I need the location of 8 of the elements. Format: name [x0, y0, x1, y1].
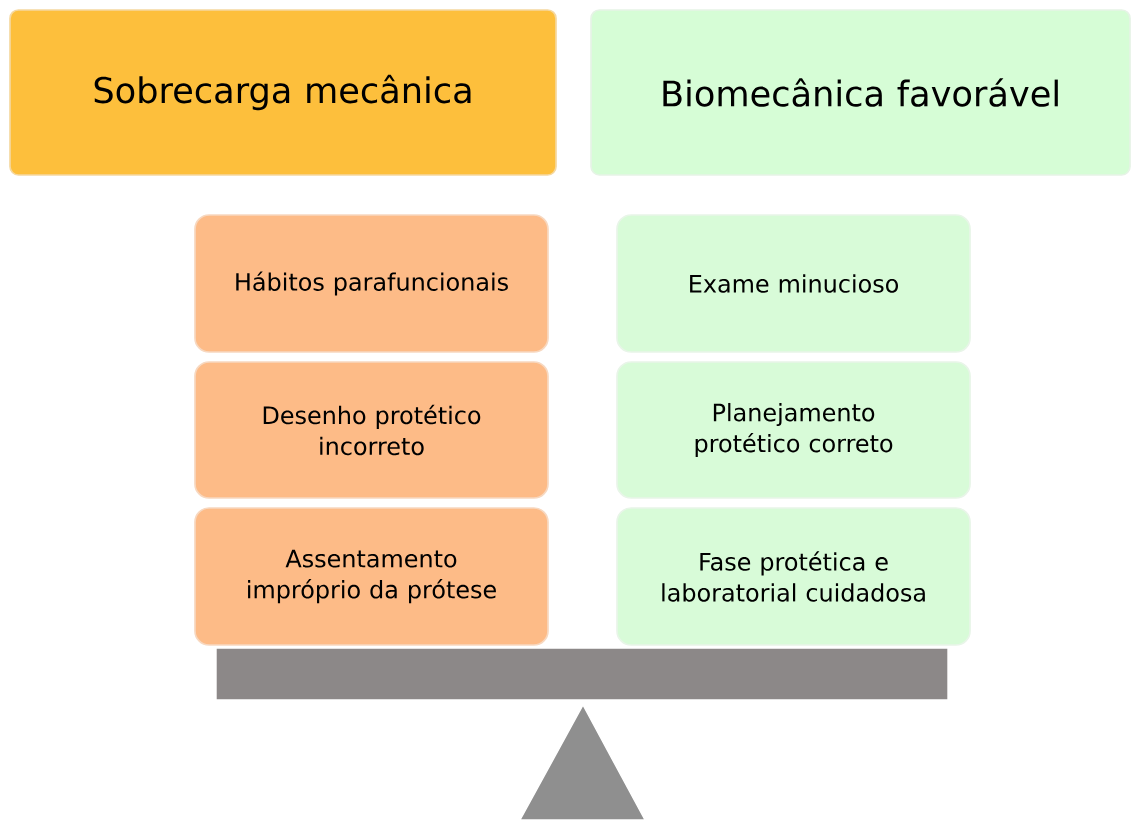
- header-box: Biomecânica favorável: [590, 9, 1131, 176]
- factor-box: Desenho protético incorreto: [194, 361, 549, 499]
- factor-box: Exame minucioso: [616, 214, 971, 353]
- header-box: Sobrecarga mecânica: [9, 9, 557, 176]
- factor-box: Planejamento protético correto: [616, 361, 971, 499]
- factor-box: Hábitos parafuncionais: [194, 214, 549, 353]
- factor-box: Assentamento impróprio da prótese: [194, 507, 549, 646]
- factor-box: Fase protética e laboratorial cuidadosa: [616, 507, 971, 646]
